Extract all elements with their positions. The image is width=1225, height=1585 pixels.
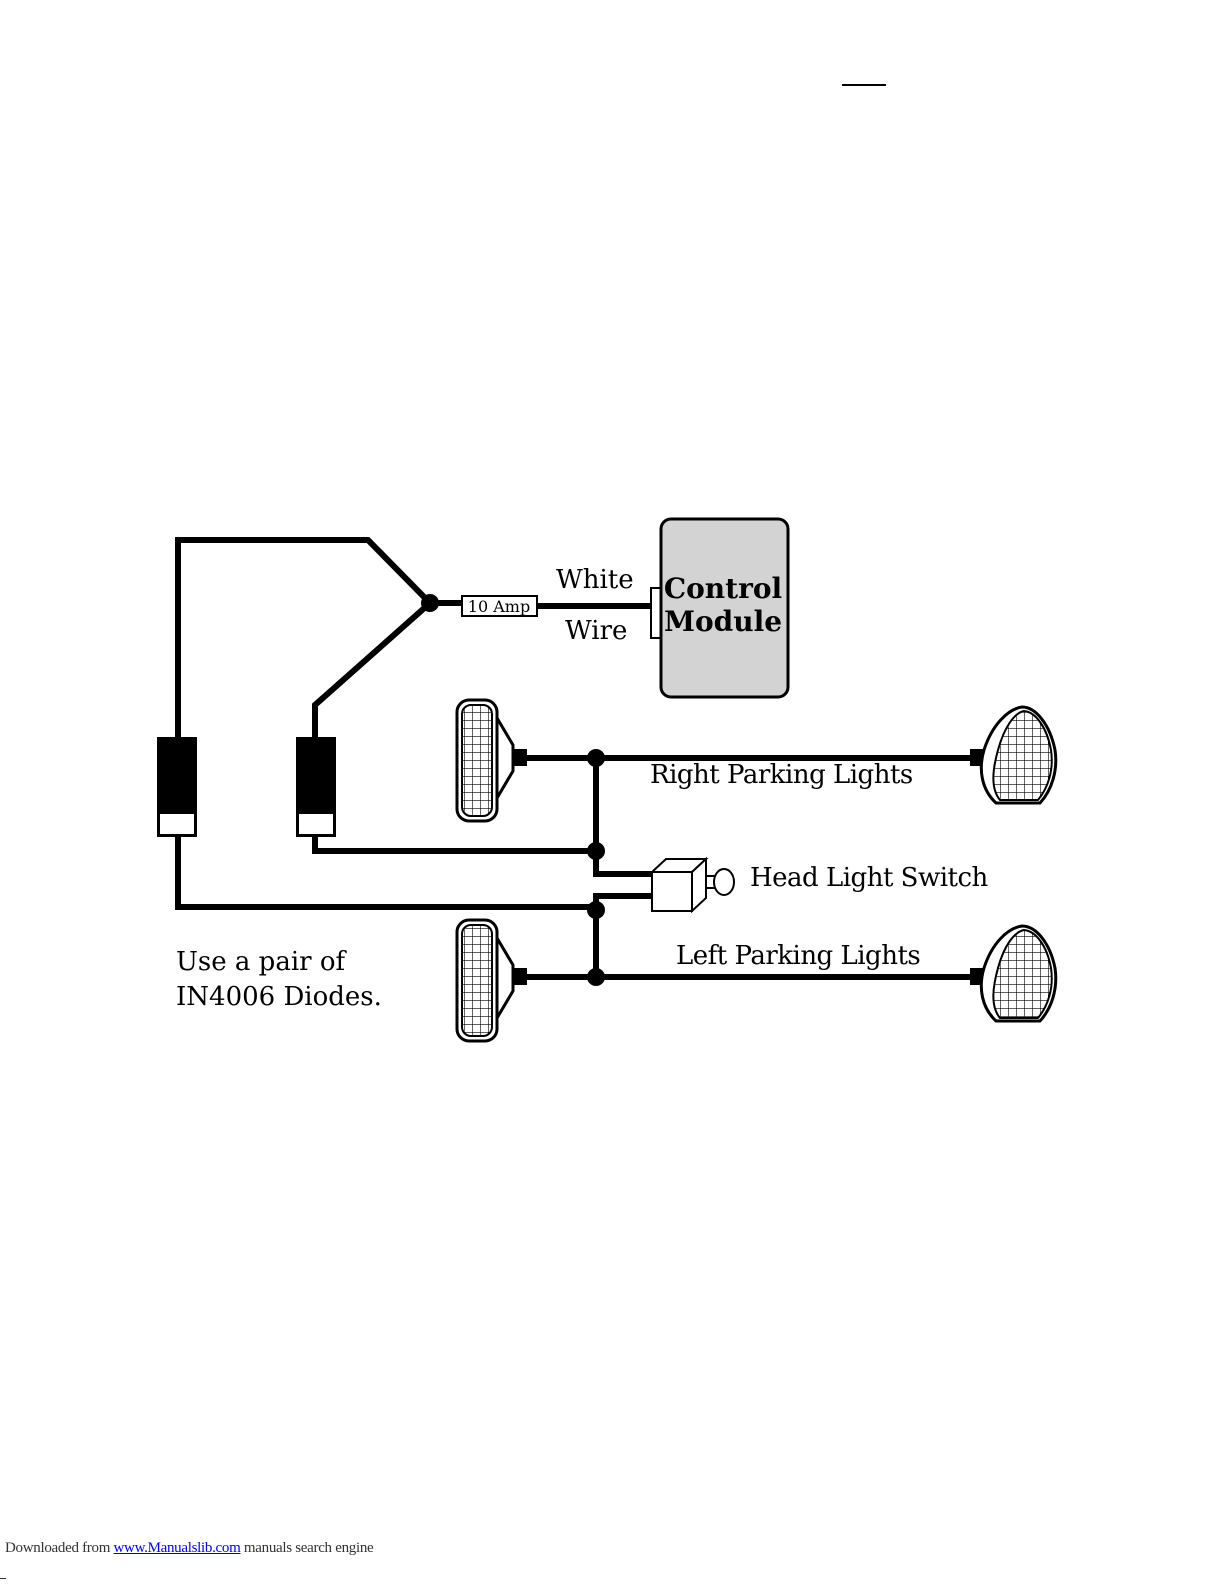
control-module: Control Module — [651, 519, 788, 697]
footer-rule — [0, 1578, 6, 1579]
control-module-label-line2: Module — [664, 605, 782, 638]
manualslib-link[interactable]: www.Manualslib.com — [114, 1540, 241, 1556]
fuse-label: 10 Amp — [468, 597, 530, 616]
junction-dot — [587, 901, 605, 919]
junction-dot — [421, 594, 439, 612]
control-module-label-line1: Control — [664, 572, 782, 605]
wire-left-diode-bottom — [178, 836, 596, 907]
diode-left — [157, 737, 197, 837]
footer-prefix: Downloaded from — [5, 1540, 114, 1556]
wire-label: Wire — [565, 616, 627, 646]
wire-right-diode-bottom — [315, 836, 596, 851]
wire-right-diode-top — [315, 603, 430, 737]
footer-suffix: manuals search engine — [240, 1540, 373, 1556]
white-label: White — [556, 565, 634, 595]
fuse: 10 Amp — [462, 596, 537, 616]
right-parking-label: Right Parking Lights — [650, 760, 913, 790]
left-parking-label: Left Parking Lights — [676, 941, 920, 971]
right-front-lamp — [457, 700, 527, 821]
right-rear-lamp — [970, 707, 1056, 803]
head-switch-label: Head Light Switch — [750, 863, 989, 893]
junctions — [421, 594, 605, 986]
switch-knob-icon — [714, 869, 734, 895]
left-rear-lamp — [970, 926, 1056, 1021]
junction-dot — [587, 842, 605, 860]
diode-note-line2: IN4006 Diodes. — [176, 982, 382, 1012]
switch-lead-bottom — [596, 896, 652, 907]
footer: Downloaded from www.Manualslib.com manua… — [5, 1540, 373, 1557]
switch-lead-top — [596, 851, 652, 874]
left-front-lamp — [457, 920, 527, 1041]
junction-dot — [587, 968, 605, 986]
diode-note-line1: Use a pair of — [176, 947, 347, 977]
head-light-switch — [652, 859, 734, 911]
junction-dot — [587, 749, 605, 767]
diode-right — [296, 737, 336, 837]
